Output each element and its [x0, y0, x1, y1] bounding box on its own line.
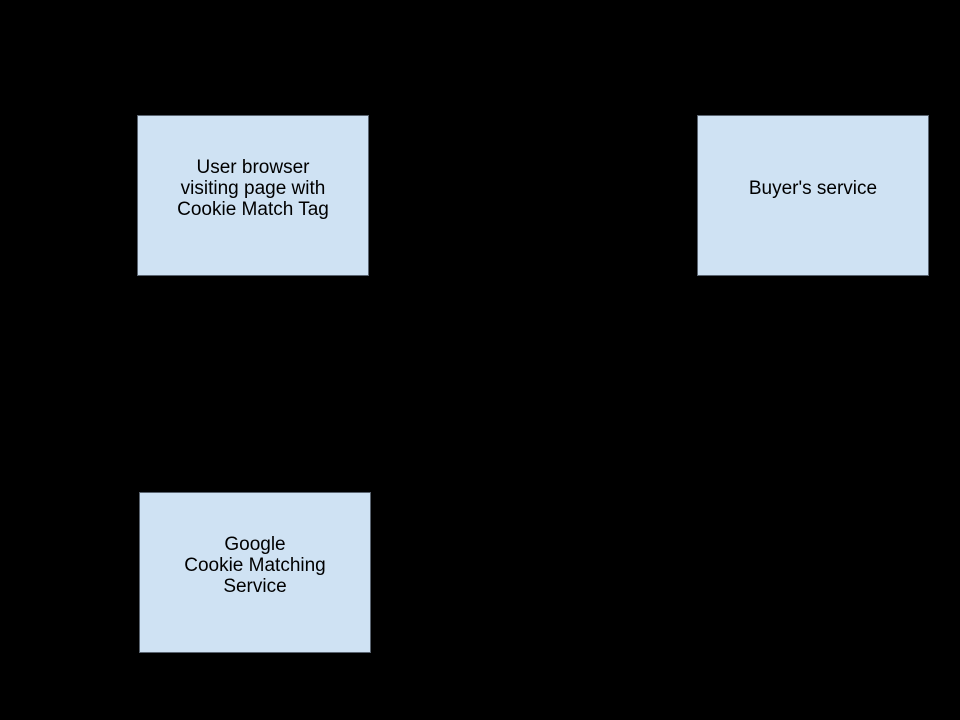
node-google-cookie-matching-service-label: Google Cookie Matching Service	[184, 533, 326, 597]
node-google-cookie-matching-service: Google Cookie Matching Service	[139, 492, 371, 653]
node-user-browser: User browser visiting page with Cookie M…	[137, 115, 369, 276]
node-user-browser-label: User browser visiting page with Cookie M…	[177, 156, 329, 220]
node-buyers-service: Buyer's service	[697, 115, 929, 276]
node-buyers-service-label: Buyer's service	[748, 177, 878, 199]
